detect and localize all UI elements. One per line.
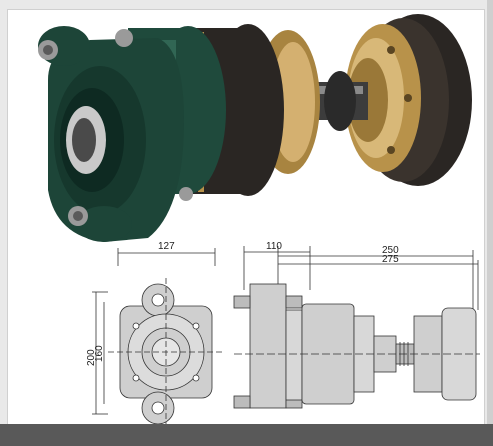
bottom-bar <box>0 424 493 446</box>
product-illustration: 127 110 250 275 200 160 <box>38 14 480 425</box>
product-figure-panel: 127 110 250 275 200 160 <box>7 9 485 427</box>
right-flange-bolt-2 <box>404 94 412 102</box>
front-view-bolt-hole-1 <box>132 322 140 330</box>
coupling-photo <box>38 14 472 242</box>
dim-label-height-outer: 200 <box>86 349 97 366</box>
panel-edge-shadow <box>487 0 493 424</box>
dim-label-250: 250 <box>382 245 399 256</box>
front-view-bolt-hole-4 <box>192 374 200 382</box>
front-view-bottom-hole <box>151 401 165 415</box>
upper-right-bolt <box>115 29 133 47</box>
lower-right-bolt <box>179 187 193 201</box>
technical-drawing: 127 110 250 275 200 160 <box>86 241 480 425</box>
dim-label-height-inner: 160 <box>94 345 105 362</box>
dim-label-110: 110 <box>266 241 282 252</box>
side-view-mount-plate <box>249 283 287 409</box>
right-flange-bolt-3 <box>387 146 395 154</box>
side-view-bolt-upper-right <box>285 295 303 309</box>
front-view-bolt-hole-2 <box>192 322 200 330</box>
lower-left-bolt-core <box>73 211 83 221</box>
spline-bore <box>72 118 96 162</box>
side-view-drawing <box>233 246 480 409</box>
side-view-bolt-upper-left <box>233 295 251 309</box>
side-view-neck <box>285 309 303 401</box>
front-view-bolt-hole-3 <box>132 374 140 382</box>
side-view-bolt-lower-left <box>233 395 251 409</box>
dim-label-275: 275 <box>382 254 399 265</box>
shaft-seal <box>324 71 356 131</box>
front-view-drawing <box>92 248 222 425</box>
lower-mounting-ear <box>76 206 132 242</box>
dim-label-top-width: 127 <box>158 241 175 252</box>
front-view-top-hole <box>151 293 165 307</box>
right-flange-bolt-1 <box>387 46 395 54</box>
upper-left-bolt-core <box>43 45 53 55</box>
